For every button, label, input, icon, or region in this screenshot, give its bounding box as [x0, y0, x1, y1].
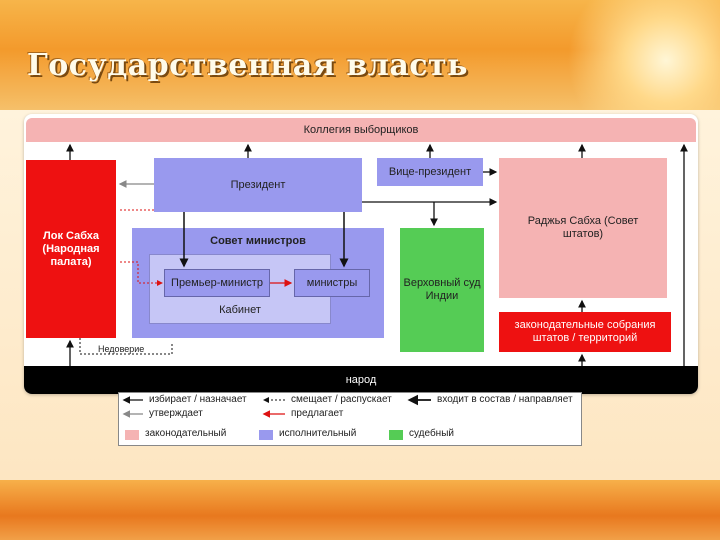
people-label: народ — [346, 374, 377, 387]
legend-swatch-legislative — [125, 430, 139, 440]
legend-approves: утверждает — [149, 408, 203, 419]
state-legislatures-label: законодательные собрания штатов / террит… — [503, 319, 667, 345]
supreme-court-label: Верховный суд Индии — [400, 277, 484, 303]
president-label: Президент — [231, 179, 286, 192]
state-legislatures-box: законодательные собрания штатов / террит… — [499, 312, 671, 352]
president-box: Президент — [154, 158, 362, 212]
slide-title: Государственная власть — [27, 48, 468, 83]
lok-sabha-box: Лок Сабха (Народная палата) — [26, 160, 116, 338]
electoral-college-label: Коллегия выборщиков — [304, 124, 419, 137]
decorative-flare — [540, 0, 720, 110]
people-box: народ — [24, 366, 698, 394]
diagram-panel: Коллегия выборщиков Лок Сабха (Народная … — [24, 114, 698, 394]
footer-background — [0, 480, 720, 540]
legend: избирает / назначает смещает / распускае… — [118, 392, 582, 446]
rajya-sabha-label: Раджья Сабха (Совет штатов) — [519, 215, 647, 241]
vice-president-box: Вице-президент — [377, 158, 483, 186]
electoral-college-box: Коллегия выборщиков — [26, 118, 696, 142]
ministers-box: министры — [294, 269, 370, 297]
rajya-sabha-box: Раджья Сабха (Совет штатов) — [499, 158, 667, 298]
prime-minister-label: Премьер-министр — [171, 277, 263, 290]
legend-judicial: судебный — [409, 428, 454, 439]
council-of-ministers-label: Совет министров — [210, 235, 306, 248]
cabinet-label: Кабинет — [219, 304, 261, 317]
prime-minister-box: Премьер-министр — [164, 269, 270, 297]
legend-elects: избирает / назначает — [149, 394, 247, 405]
legend-swatch-executive — [259, 430, 273, 440]
legend-member-of: входит в состав / направляет — [437, 394, 573, 405]
ministers-label: министры — [307, 277, 358, 290]
lok-sabha-label: Лок Сабха (Народная палата) — [32, 230, 110, 269]
no-confidence-label: Недоверие — [98, 343, 176, 355]
supreme-court-box: Верховный суд Индии — [400, 228, 484, 352]
vice-president-label: Вице-президент — [389, 166, 471, 179]
legend-swatch-judicial — [389, 430, 403, 440]
legend-proposes: предлагает — [291, 408, 343, 419]
legend-executive: исполнительный — [279, 428, 356, 439]
legend-legislative: законодательный — [145, 428, 226, 439]
legend-dismisses: смещает / распускает — [291, 394, 392, 405]
